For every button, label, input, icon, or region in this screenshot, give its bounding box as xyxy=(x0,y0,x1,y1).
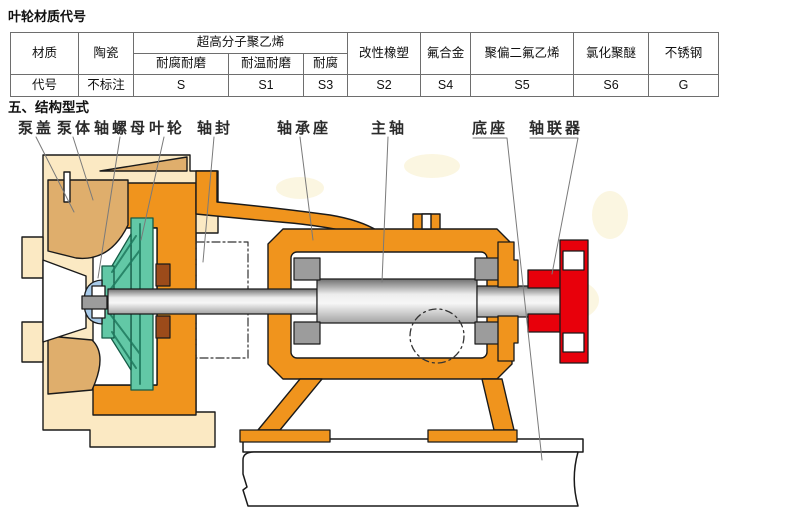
suction-flange-lower xyxy=(21,321,44,363)
cell-material: 材质 xyxy=(10,32,79,75)
coupling-notch-top xyxy=(562,250,585,271)
main-shaft xyxy=(107,278,563,324)
bearing-end-cover xyxy=(497,241,519,362)
cell-modified-rubber: 改性橡塑 xyxy=(347,32,422,75)
cell-pvdf: 聚偏二氟乙烯 xyxy=(470,32,575,75)
part-label-shaft-seal: 轴封 xyxy=(197,121,234,137)
leader-base xyxy=(472,137,543,461)
part-label-pump-cover: 泵盖 xyxy=(18,121,55,137)
shaft-drive-side xyxy=(476,285,563,318)
table-title: 叶轮材质代号 xyxy=(8,9,87,24)
leader-pump-body xyxy=(72,136,94,201)
leader-shaft-nut xyxy=(97,136,121,279)
part-label-pump-body: 泵体 xyxy=(57,121,94,137)
flange-wedge xyxy=(99,156,188,172)
coupling-notch-bottom xyxy=(562,332,585,353)
housing-leg-right xyxy=(481,378,515,431)
impeller-material-table: 材质 陶瓷 超高分子聚乙烯 改性橡塑 氟合金 聚偏二氟乙烯 氯化聚醚 不锈钢 耐… xyxy=(10,32,720,97)
part-label-coupling: 轴联器 xyxy=(529,121,584,137)
bearings xyxy=(293,257,502,345)
cell-code-5: S4 xyxy=(420,74,472,97)
cell-ceramic: 陶瓷 xyxy=(78,32,134,75)
leader-main-shaft xyxy=(381,136,389,283)
base xyxy=(242,438,584,507)
cell-uhmwpe-sub3: 耐腐 xyxy=(302,53,349,75)
cell-code-label: 代号 xyxy=(10,74,79,97)
housing-feet xyxy=(239,429,518,443)
pump-cover-lower xyxy=(47,335,101,395)
leader-shaft-seal xyxy=(202,136,215,263)
cell-code-7: S6 xyxy=(573,74,650,97)
cell-fluorine-alloy: 氟合金 xyxy=(420,32,472,75)
cell-chlorinated-polyether: 氯化聚醚 xyxy=(573,32,650,75)
cell-code-3: S3 xyxy=(302,74,349,97)
table-row: 代号 不标注 S S1 S3 S2 S4 S5 S6 G xyxy=(10,74,720,97)
suction-cavity xyxy=(42,259,87,343)
table-row: 耐腐耐磨 耐温耐磨 耐腐 xyxy=(11,53,719,75)
part-label-bearing-housing: 轴承座 xyxy=(277,121,332,137)
coupling-hub-top xyxy=(527,269,563,289)
cell-code-8: G xyxy=(648,74,720,97)
vent-plug-slot xyxy=(421,213,432,230)
cell-code-2: S1 xyxy=(228,74,304,97)
leader-pump-cover xyxy=(35,136,75,213)
housing-leg-left xyxy=(257,378,323,431)
base-body xyxy=(242,451,579,507)
vent-slot xyxy=(63,171,71,203)
oil-ring-dashed-circle xyxy=(409,308,465,364)
cell-uhmwpe: 超高分子聚乙烯 xyxy=(132,32,349,54)
leader-lines xyxy=(35,136,579,461)
leader-impeller xyxy=(140,136,165,241)
shaft-nut xyxy=(81,279,108,325)
part-label-shaft-nut: 轴螺母 xyxy=(94,121,149,137)
shaft-coupling xyxy=(527,239,589,364)
cell-code-0: 不标注 xyxy=(78,74,134,97)
leader-coupling xyxy=(529,137,579,275)
suction-flange-upper xyxy=(21,236,44,279)
part-label-main-shaft: 主轴 xyxy=(371,121,408,137)
shaft-key xyxy=(81,295,108,310)
cell-code-6: S5 xyxy=(470,74,575,97)
part-label-base: 底座 xyxy=(472,121,509,137)
coupling-hub-bottom xyxy=(527,313,563,333)
table-row: 材质 陶瓷 超高分子聚乙烯 改性橡塑 氟合金 聚偏二氟乙烯 氯化聚醚 不锈钢 xyxy=(10,32,720,75)
section-heading: 五、结构型式 xyxy=(8,100,89,115)
part-label-impeller: 叶轮 xyxy=(149,121,186,137)
wear-rings xyxy=(155,263,171,339)
shaft-middle xyxy=(316,278,478,324)
cell-stainless-steel: 不锈钢 xyxy=(648,32,720,75)
cell-code-4: S2 xyxy=(347,74,422,97)
leader-bearing-housing xyxy=(299,136,314,241)
shaft-pump-side xyxy=(107,288,318,315)
